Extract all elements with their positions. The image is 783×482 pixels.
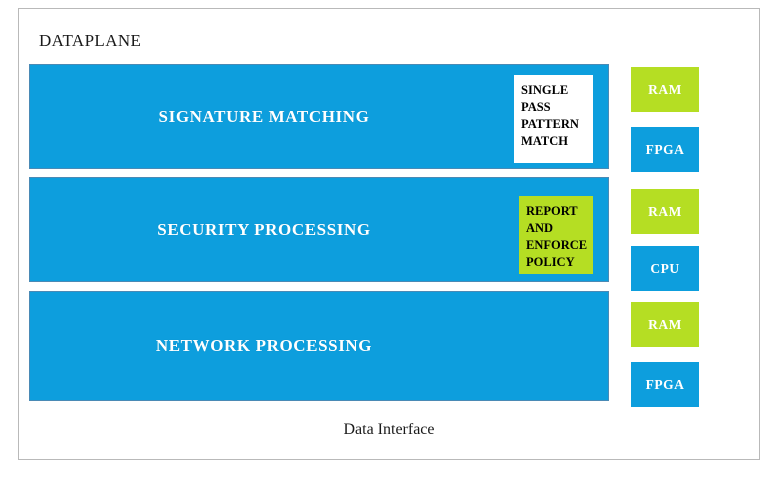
chip-fpga[interactable]: FPGA [631, 362, 699, 407]
note-line: AND [526, 221, 554, 235]
note-line: REPORT [526, 204, 578, 218]
stage-label-network-processing: NETWORK PROCESSING [155, 336, 373, 355]
chip-ram[interactable]: RAM [631, 67, 699, 112]
note-line: PATTERN [521, 117, 579, 131]
chip-cpu[interactable]: CPU [631, 246, 699, 291]
note-line: SINGLE [521, 83, 569, 97]
stage-label-security-processing: SECURITY PROCESSING [157, 219, 371, 239]
stage-label-signature-matching: SIGNATURE MATCHING [158, 106, 370, 126]
data-interface-label: Data Interface [343, 421, 435, 438]
stage-bar-network-processing[interactable]: NETWORK PROCESSING [29, 291, 609, 401]
chip-ram[interactable]: RAM [631, 302, 699, 347]
stage-bar-security-processing[interactable]: SECURITY PROCESSING REPORT AND ENFORCE P… [29, 177, 609, 282]
note-line: ENFORCE [526, 238, 588, 252]
note-box-single-pass-pattern-match: SINGLE PASS PATTERN MATCH [514, 75, 593, 163]
note-line: POLICY [526, 255, 575, 269]
chip-fpga[interactable]: FPGA [631, 127, 699, 172]
dataplane-diagram-frame: DATAPLANE SIGNATURE MATCHING SINGLE PASS… [18, 8, 760, 460]
note-line: PASS [521, 100, 551, 114]
stage-bar-signature-matching[interactable]: SIGNATURE MATCHING SINGLE PASS PATTERN M… [29, 64, 609, 169]
dataplane-title: DATAPLANE [39, 31, 142, 50]
chip-ram[interactable]: RAM [631, 189, 699, 234]
note-box-report-and-enforce-policy: REPORT AND ENFORCE POLICY [519, 196, 593, 274]
note-line: MATCH [521, 134, 568, 148]
